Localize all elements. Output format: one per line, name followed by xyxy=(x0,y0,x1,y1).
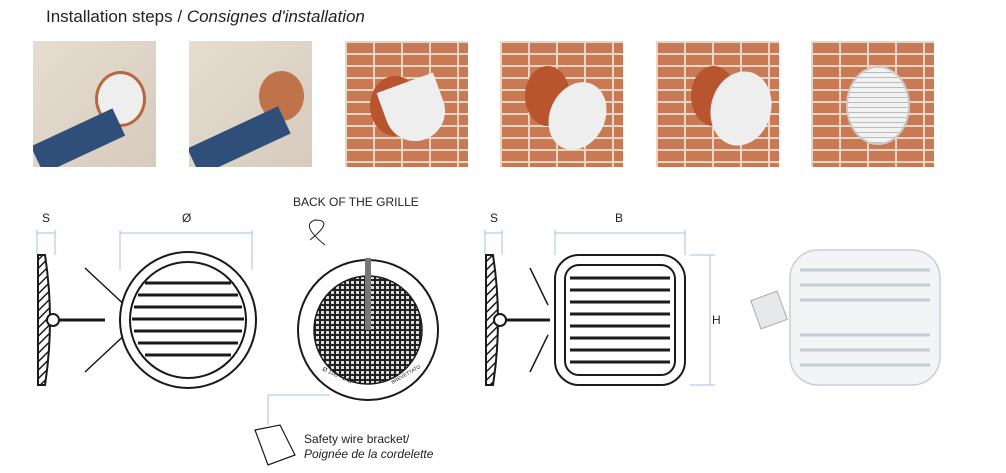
step-photo-3 xyxy=(345,41,468,167)
step-photo-5 xyxy=(656,41,779,167)
square-side-depth-label: S xyxy=(490,211,499,225)
safety-wire-callout: Safety wire bracket/ Poignée de la corde… xyxy=(304,432,433,462)
safety-wire-bracket-icon xyxy=(254,424,296,466)
step-photo-1 xyxy=(33,41,156,167)
square-height-label: H xyxy=(712,313,721,327)
step-photo-6 xyxy=(811,41,934,167)
round-diameter-label: Ø xyxy=(182,211,192,225)
dimension-lines xyxy=(36,230,715,425)
round-side-view xyxy=(37,254,51,386)
step-photo-4 xyxy=(500,41,623,167)
callout-english: Safety wire bracket/ xyxy=(304,432,410,446)
square-front-view xyxy=(554,254,686,386)
step-photo-2 xyxy=(189,41,312,167)
page-title: Installation steps / Consignes d'install… xyxy=(46,7,365,26)
square-side-view xyxy=(485,254,499,386)
back-of-grille-label: BACK OF THE GRILLE xyxy=(293,195,419,209)
square-width-label: B xyxy=(615,211,624,225)
callout-french: Poignée de la cordelette xyxy=(304,447,434,461)
round-side-depth-label: S xyxy=(42,211,51,225)
